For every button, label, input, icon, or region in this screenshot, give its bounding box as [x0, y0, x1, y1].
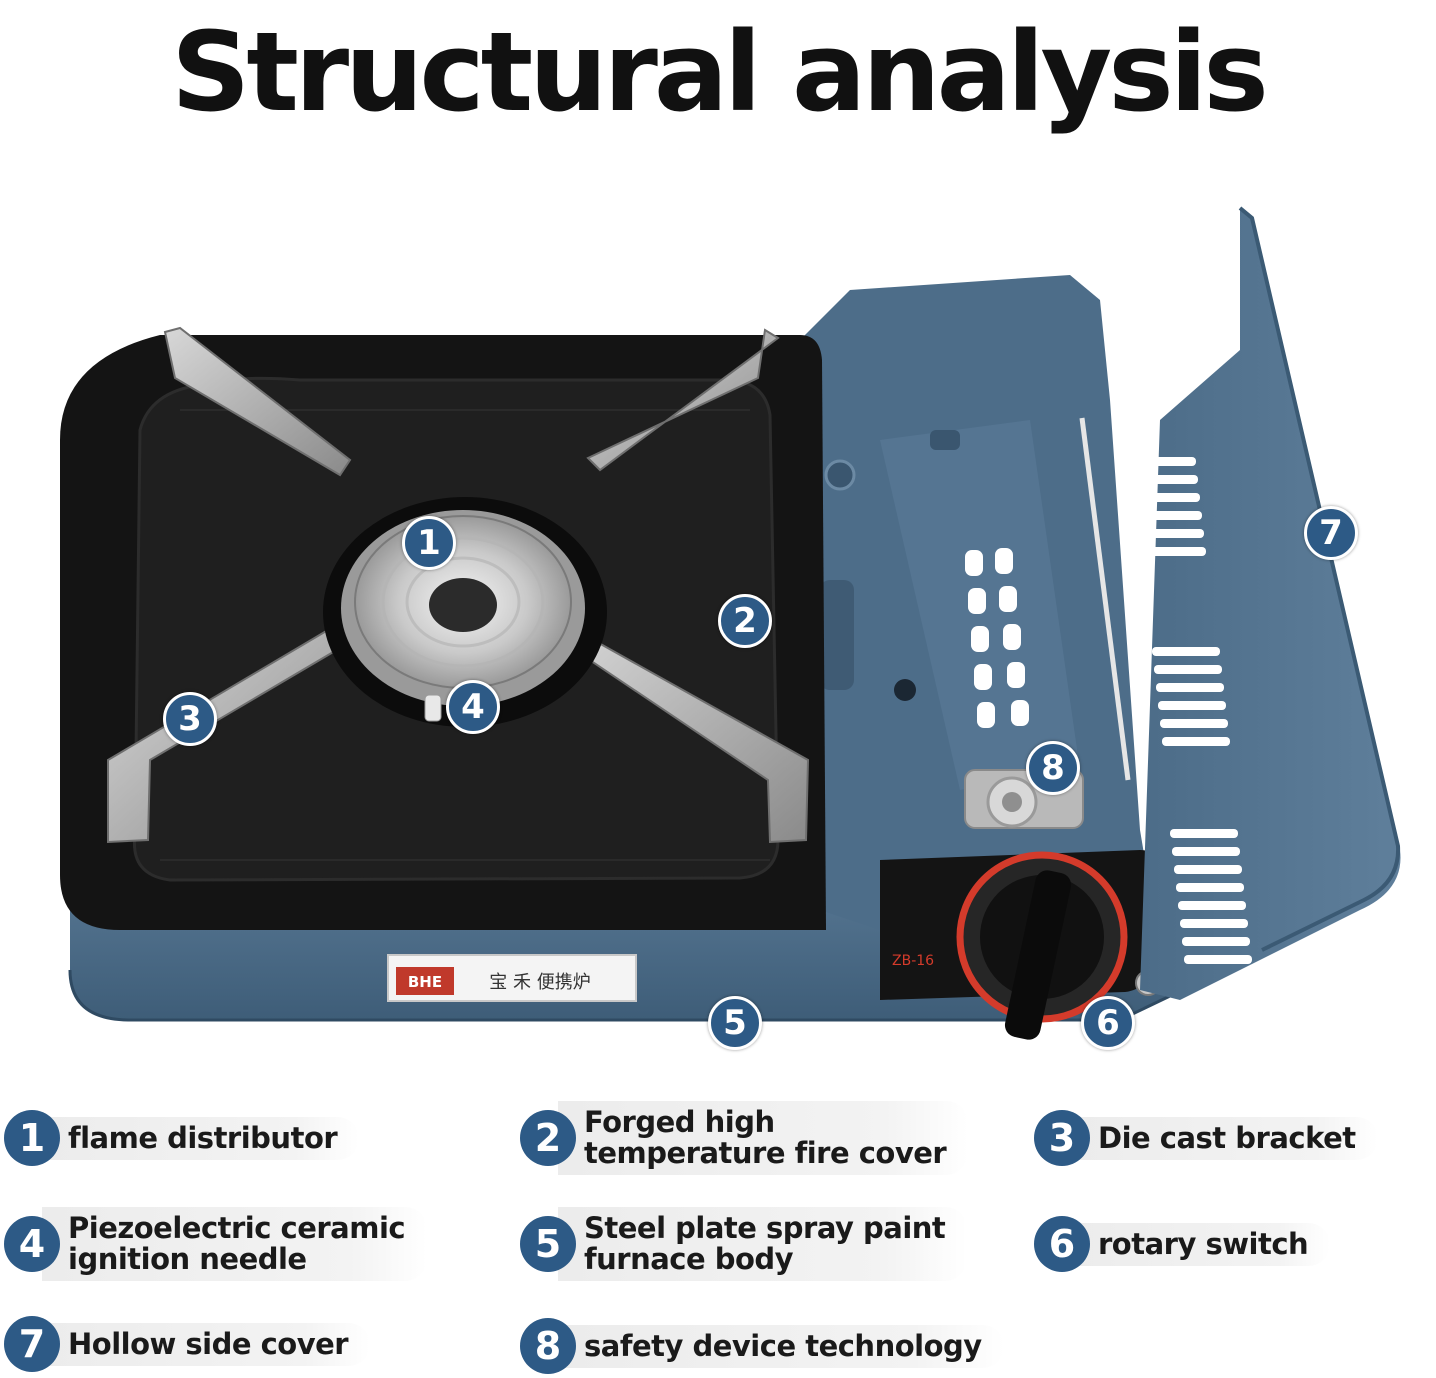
- legend-label: Piezoelectric ceramic ignition needle: [42, 1207, 428, 1281]
- die-cast-brackets: [107, 326, 810, 844]
- label-text: 宝 禾 便携炉: [489, 972, 590, 993]
- legend-label: Steel plate spray paint furnace body: [558, 1207, 968, 1281]
- marker-8: 8: [1026, 741, 1080, 795]
- legend-number: 8: [520, 1318, 576, 1374]
- legend-number: 6: [1034, 1216, 1090, 1272]
- legend-label: Forged high temperature fire cover: [558, 1101, 969, 1175]
- marker-1: 1: [402, 516, 456, 570]
- legend-label: rotary switch: [1072, 1222, 1331, 1266]
- legend-number: 4: [4, 1216, 60, 1272]
- control-panel: ZB-16: [880, 850, 1161, 1040]
- legend-item-8: 8 safety device technology: [520, 1314, 1004, 1378]
- legend-number: 2: [520, 1110, 576, 1166]
- legend-number: 5: [520, 1216, 576, 1272]
- legend-number: 7: [4, 1316, 60, 1372]
- marker-6: 6: [1081, 996, 1135, 1050]
- marker-2: 2: [718, 594, 772, 648]
- label-badge: BHE: [408, 973, 442, 991]
- marker-5: 5: [708, 996, 762, 1050]
- stove-illustration: ZB-16: [60, 206, 1401, 1040]
- legend-label: flame distributor: [42, 1116, 360, 1160]
- legend-item-5: 5 Steel plate spray paint furnace body: [520, 1207, 968, 1281]
- legend-number: 3: [1034, 1110, 1090, 1166]
- legend-item-6: 6 rotary switch: [1034, 1212, 1331, 1276]
- page-title: Structural analysis: [171, 8, 1269, 136]
- legend-number: 1: [4, 1110, 60, 1166]
- marker-7: 7: [1304, 506, 1358, 560]
- legend-label: Die cast bracket: [1072, 1116, 1378, 1160]
- marker-3: 3: [163, 692, 217, 746]
- side-cover: [1128, 206, 1401, 1000]
- ignition-needle: [424, 694, 442, 722]
- dial-model-label: ZB-16: [892, 953, 934, 969]
- legend-item-3: 3 Die cast bracket: [1034, 1106, 1378, 1170]
- legend-item-4: 4 Piezoelectric ceramic ignition needle: [4, 1207, 428, 1281]
- marker-4: 4: [446, 680, 500, 734]
- legend-item-7: 7 Hollow side cover: [4, 1312, 371, 1376]
- cartridge-compartment: [800, 275, 1150, 930]
- flame-distributor: [323, 497, 607, 727]
- legend-item-2: 2 Forged high temperature fire cover: [520, 1101, 969, 1175]
- product-label: BHE 宝 禾 便携炉: [387, 954, 637, 1002]
- legend-label: safety device technology: [558, 1324, 1004, 1368]
- legend-label: Hollow side cover: [42, 1322, 371, 1366]
- stove-diagram: ZB-16: [0, 170, 1436, 1070]
- legend-item-1: 1 flame distributor: [4, 1106, 360, 1170]
